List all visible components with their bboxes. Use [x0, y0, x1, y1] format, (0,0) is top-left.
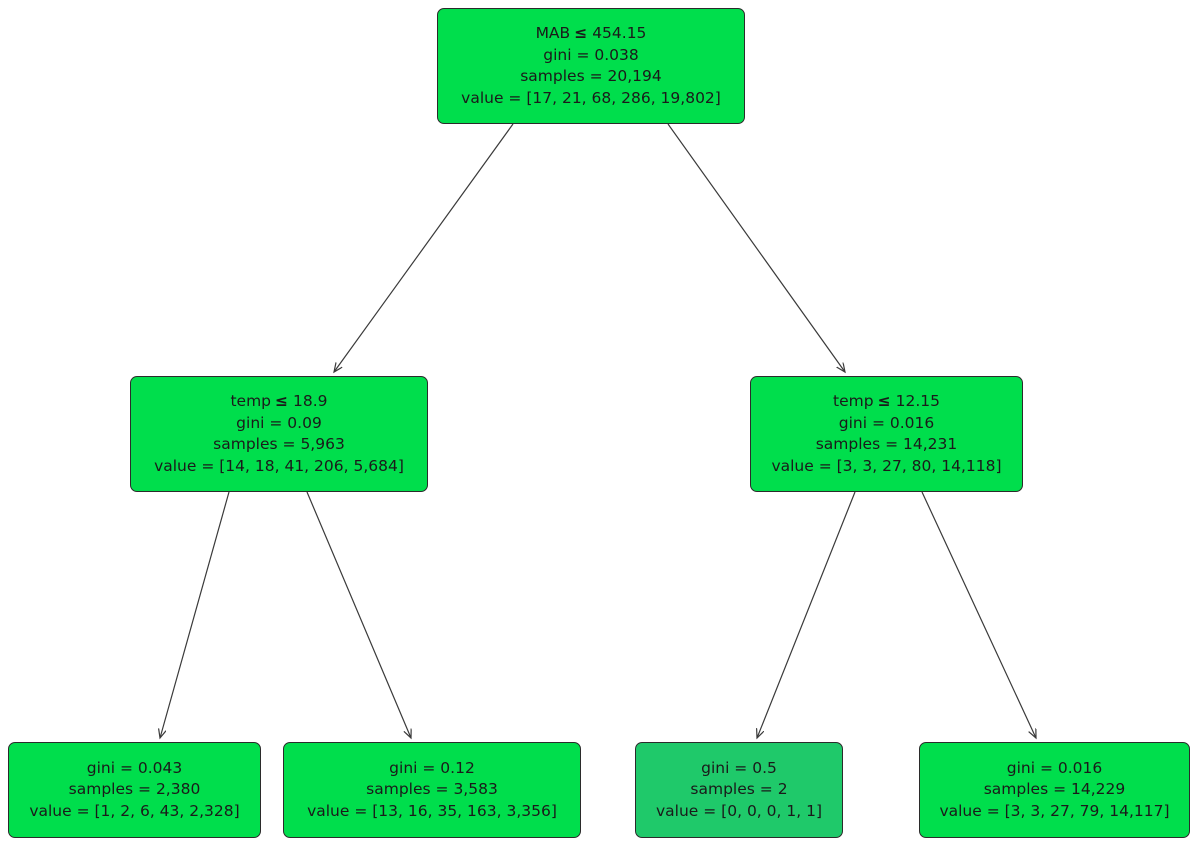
node-value-text: value = [1, 2, 6, 43, 2,328]: [29, 801, 240, 820]
tree-edge: [921, 491, 1036, 738]
split-threshold-value: 12.15: [895, 392, 940, 410]
node-value-text: value = [3, 3, 27, 79, 14,117]: [939, 801, 1170, 820]
node-split-condition: temp≤12.15: [833, 391, 940, 413]
node-samples-text: samples = 14,229: [983, 780, 1126, 799]
node-samples-text: samples = 2,380: [68, 780, 201, 799]
node-samples-text: samples = 5,963: [213, 435, 345, 453]
tree-edge: [160, 491, 230, 738]
node-value-text: value = [14, 18, 41, 206, 5,684]: [154, 456, 404, 475]
split-threshold-value: 454.15: [592, 24, 647, 42]
node-gini-text: gini = 0.09: [236, 413, 322, 432]
node-gini-text: gini = 0.12: [389, 758, 475, 777]
node-samples-text: samples = 2: [690, 780, 788, 799]
node-gini-text: gini = 0.043: [86, 758, 183, 777]
node-value-text: value = [3, 3, 27, 80, 14,118]: [771, 456, 1002, 475]
node-samples-text: samples = 3,583: [366, 780, 498, 799]
node-gini-text: gini = 0.016: [1006, 758, 1103, 777]
node-gini-text: gini = 0.5: [701, 758, 777, 777]
node-value-text: value = [17, 21, 68, 286, 19,802]: [461, 88, 721, 107]
tree-edge: [334, 123, 514, 372]
split-threshold-value: 18.9: [293, 392, 328, 410]
node-gini-text: gini = 0.016: [838, 413, 935, 432]
split-feature-label: temp: [833, 392, 874, 410]
tree-leaf-node[interactable]: gini = 0.016 samples = 14,229 value = [3, …: [919, 742, 1190, 838]
node-samples-text: samples = 20,194: [520, 67, 662, 85]
tree-edge: [757, 491, 856, 738]
node-value-text: value = [13, 16, 35, 163, 3,356]: [307, 801, 557, 820]
node-split-condition: MAB≤454.15: [536, 23, 647, 45]
split-feature-label: MAB: [535, 24, 571, 42]
split-feature-label: temp: [230, 392, 272, 410]
tree-edge: [667, 123, 845, 372]
less-than-or-equal-icon: ≤: [275, 392, 289, 410]
node-gini-text: gini = 0.038: [543, 45, 639, 64]
node-samples-text: samples = 14,231: [815, 435, 958, 453]
tree-leaf-node[interactable]: gini = 0.043 samples = 2,380 value = [1, 2…: [8, 742, 261, 838]
node-value-text: value = [0, 0, 0, 1, 1]: [656, 801, 822, 820]
less-than-or-equal-icon: ≤: [574, 24, 588, 42]
tree-leaf-node[interactable]: gini = 0.5 samples = 2 value = [0, 0, 0, 1…: [635, 742, 843, 838]
tree-edge: [306, 491, 411, 738]
node-split-condition: temp≤18.9: [230, 391, 327, 413]
less-than-or-equal-icon: ≤: [877, 392, 891, 410]
tree-leaf-node[interactable]: gini = 0.12 samples = 3,583 value = [13, 1…: [283, 742, 581, 838]
